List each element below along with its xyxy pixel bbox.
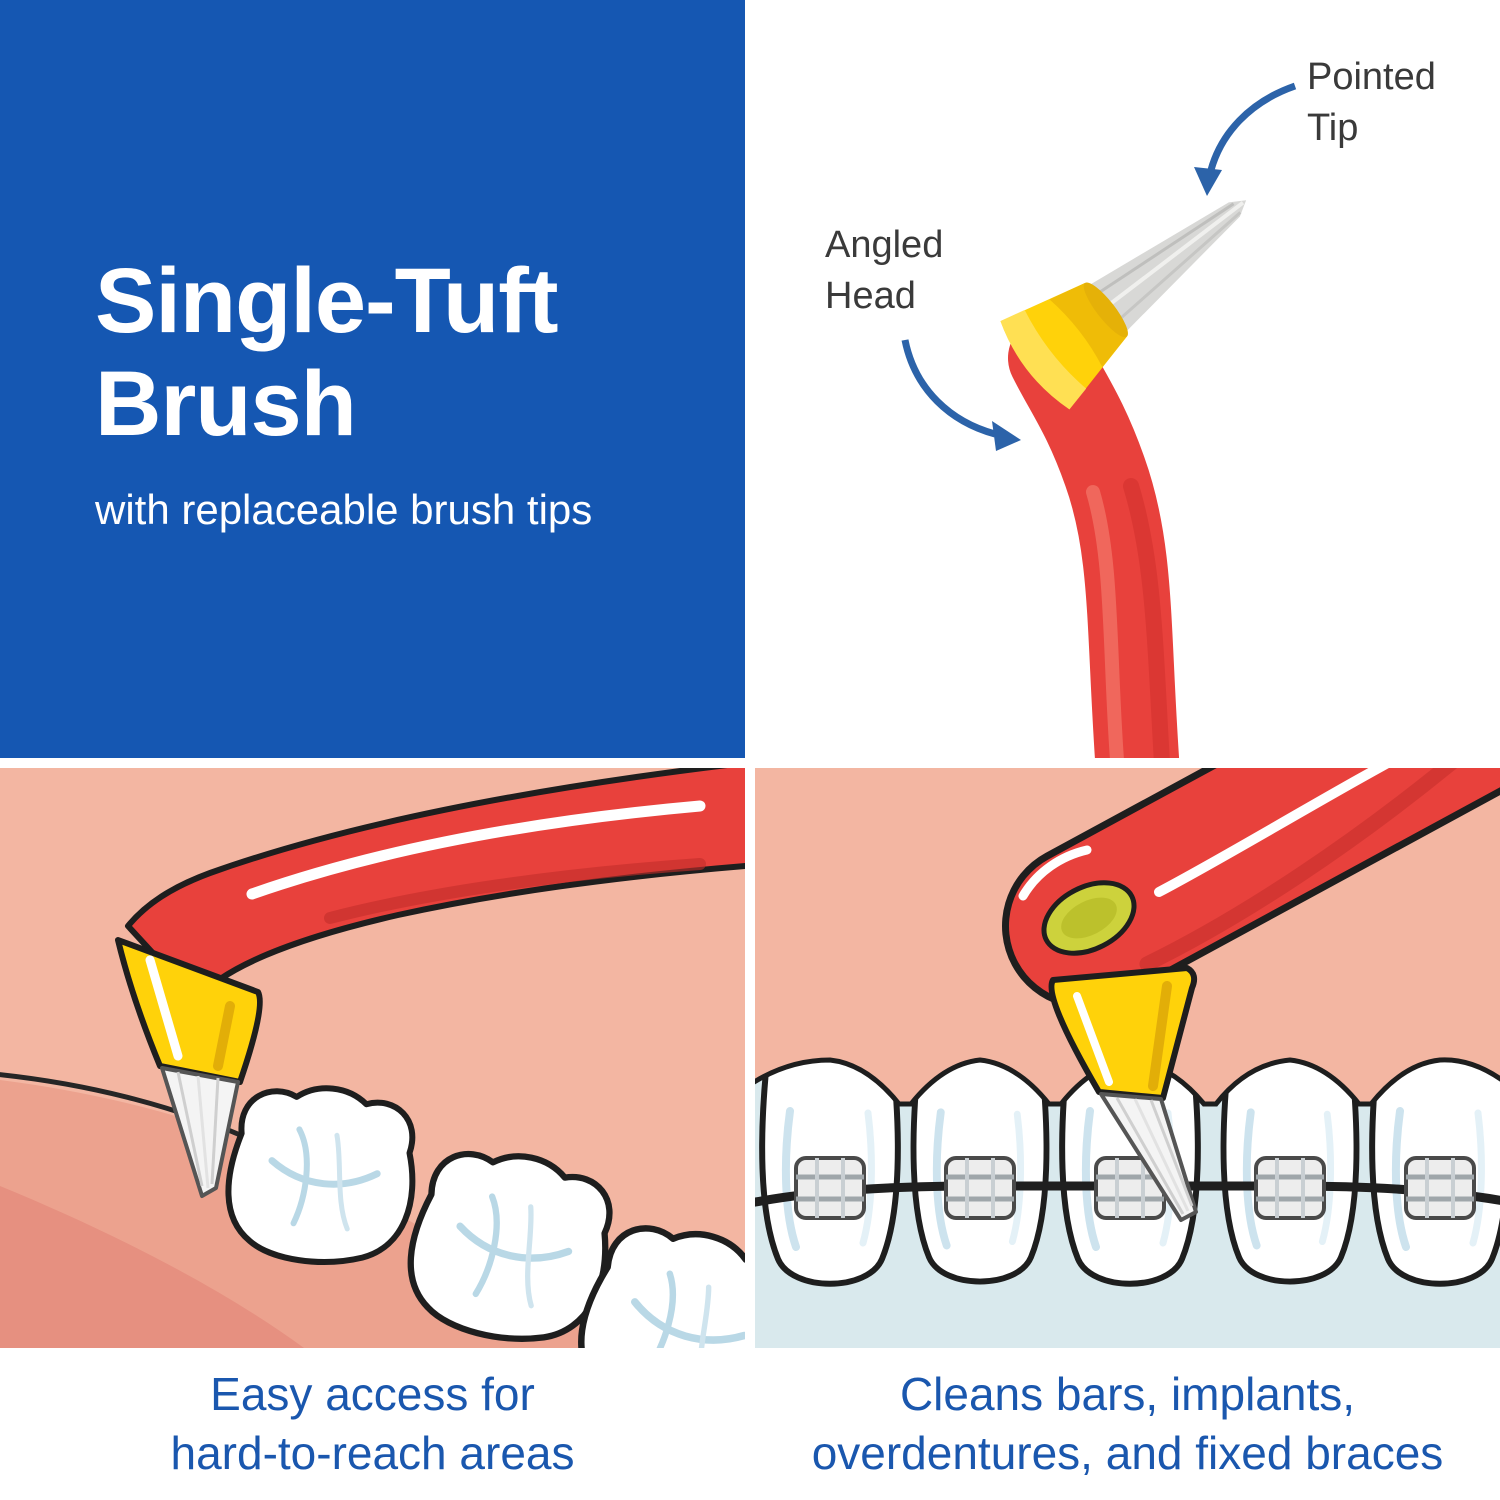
brush-detail-panel: Pointed Tip Angled Head: [755, 0, 1500, 758]
angled-head-label-line-1: Angled: [825, 224, 944, 266]
angled-head-arrow: [901, 339, 1021, 451]
easy-access-caption-line-2: hard-to-reach areas: [170, 1427, 575, 1479]
easy-access-caption-line-1: Easy access for: [210, 1368, 535, 1421]
braces-caption: Cleans bars, implants, overdentures, and…: [755, 1348, 1500, 1500]
braces-caption-line-2: overdentures, and fixed braces: [811, 1427, 1444, 1479]
molar-brushing-illustration: [0, 768, 745, 1348]
bristles: [1087, 200, 1247, 334]
title-line-1: Single-Tuft: [95, 250, 559, 352]
brush-handle: [1008, 316, 1180, 758]
bristles: [160, 1066, 240, 1198]
easy-access-caption: Easy access for hard-to-reach areas: [0, 1348, 745, 1500]
intro-panel: Single-Tuft Brush with replaceable brush…: [0, 0, 745, 758]
braces-caption-line-1: Cleans bars, implants,: [899, 1368, 1356, 1421]
easy-access-panel: Easy access for hard-to-reach areas: [0, 768, 745, 1500]
title-line-2: Brush: [95, 353, 357, 456]
angled-head-label: Angled Head: [825, 220, 943, 323]
pointed-tip-arrow: [1194, 82, 1297, 196]
page-title: Single-Tuft Brush: [95, 250, 685, 456]
hanging-hole: [1041, 880, 1137, 956]
subtitle: with replaceable brush tips: [95, 486, 593, 534]
angled-head-label-line-2: Head: [825, 275, 916, 318]
braces-cleaning-illustration: [755, 768, 1500, 1348]
brush: [1002, 768, 1500, 1222]
pointed-tip-label: Pointed Tip: [1307, 52, 1436, 155]
brush: [115, 768, 745, 1198]
pointed-tip-label-line-2: Tip: [1307, 107, 1359, 150]
brush-head-cone: [1000, 282, 1128, 410]
pointed-tip-label-line-1: Pointed: [1307, 56, 1436, 98]
braces-panel: Cleans bars, implants, overdentures, and…: [755, 768, 1500, 1500]
bristles: [1099, 1092, 1198, 1222]
single-tuft-brush-illustration: [901, 82, 1297, 758]
